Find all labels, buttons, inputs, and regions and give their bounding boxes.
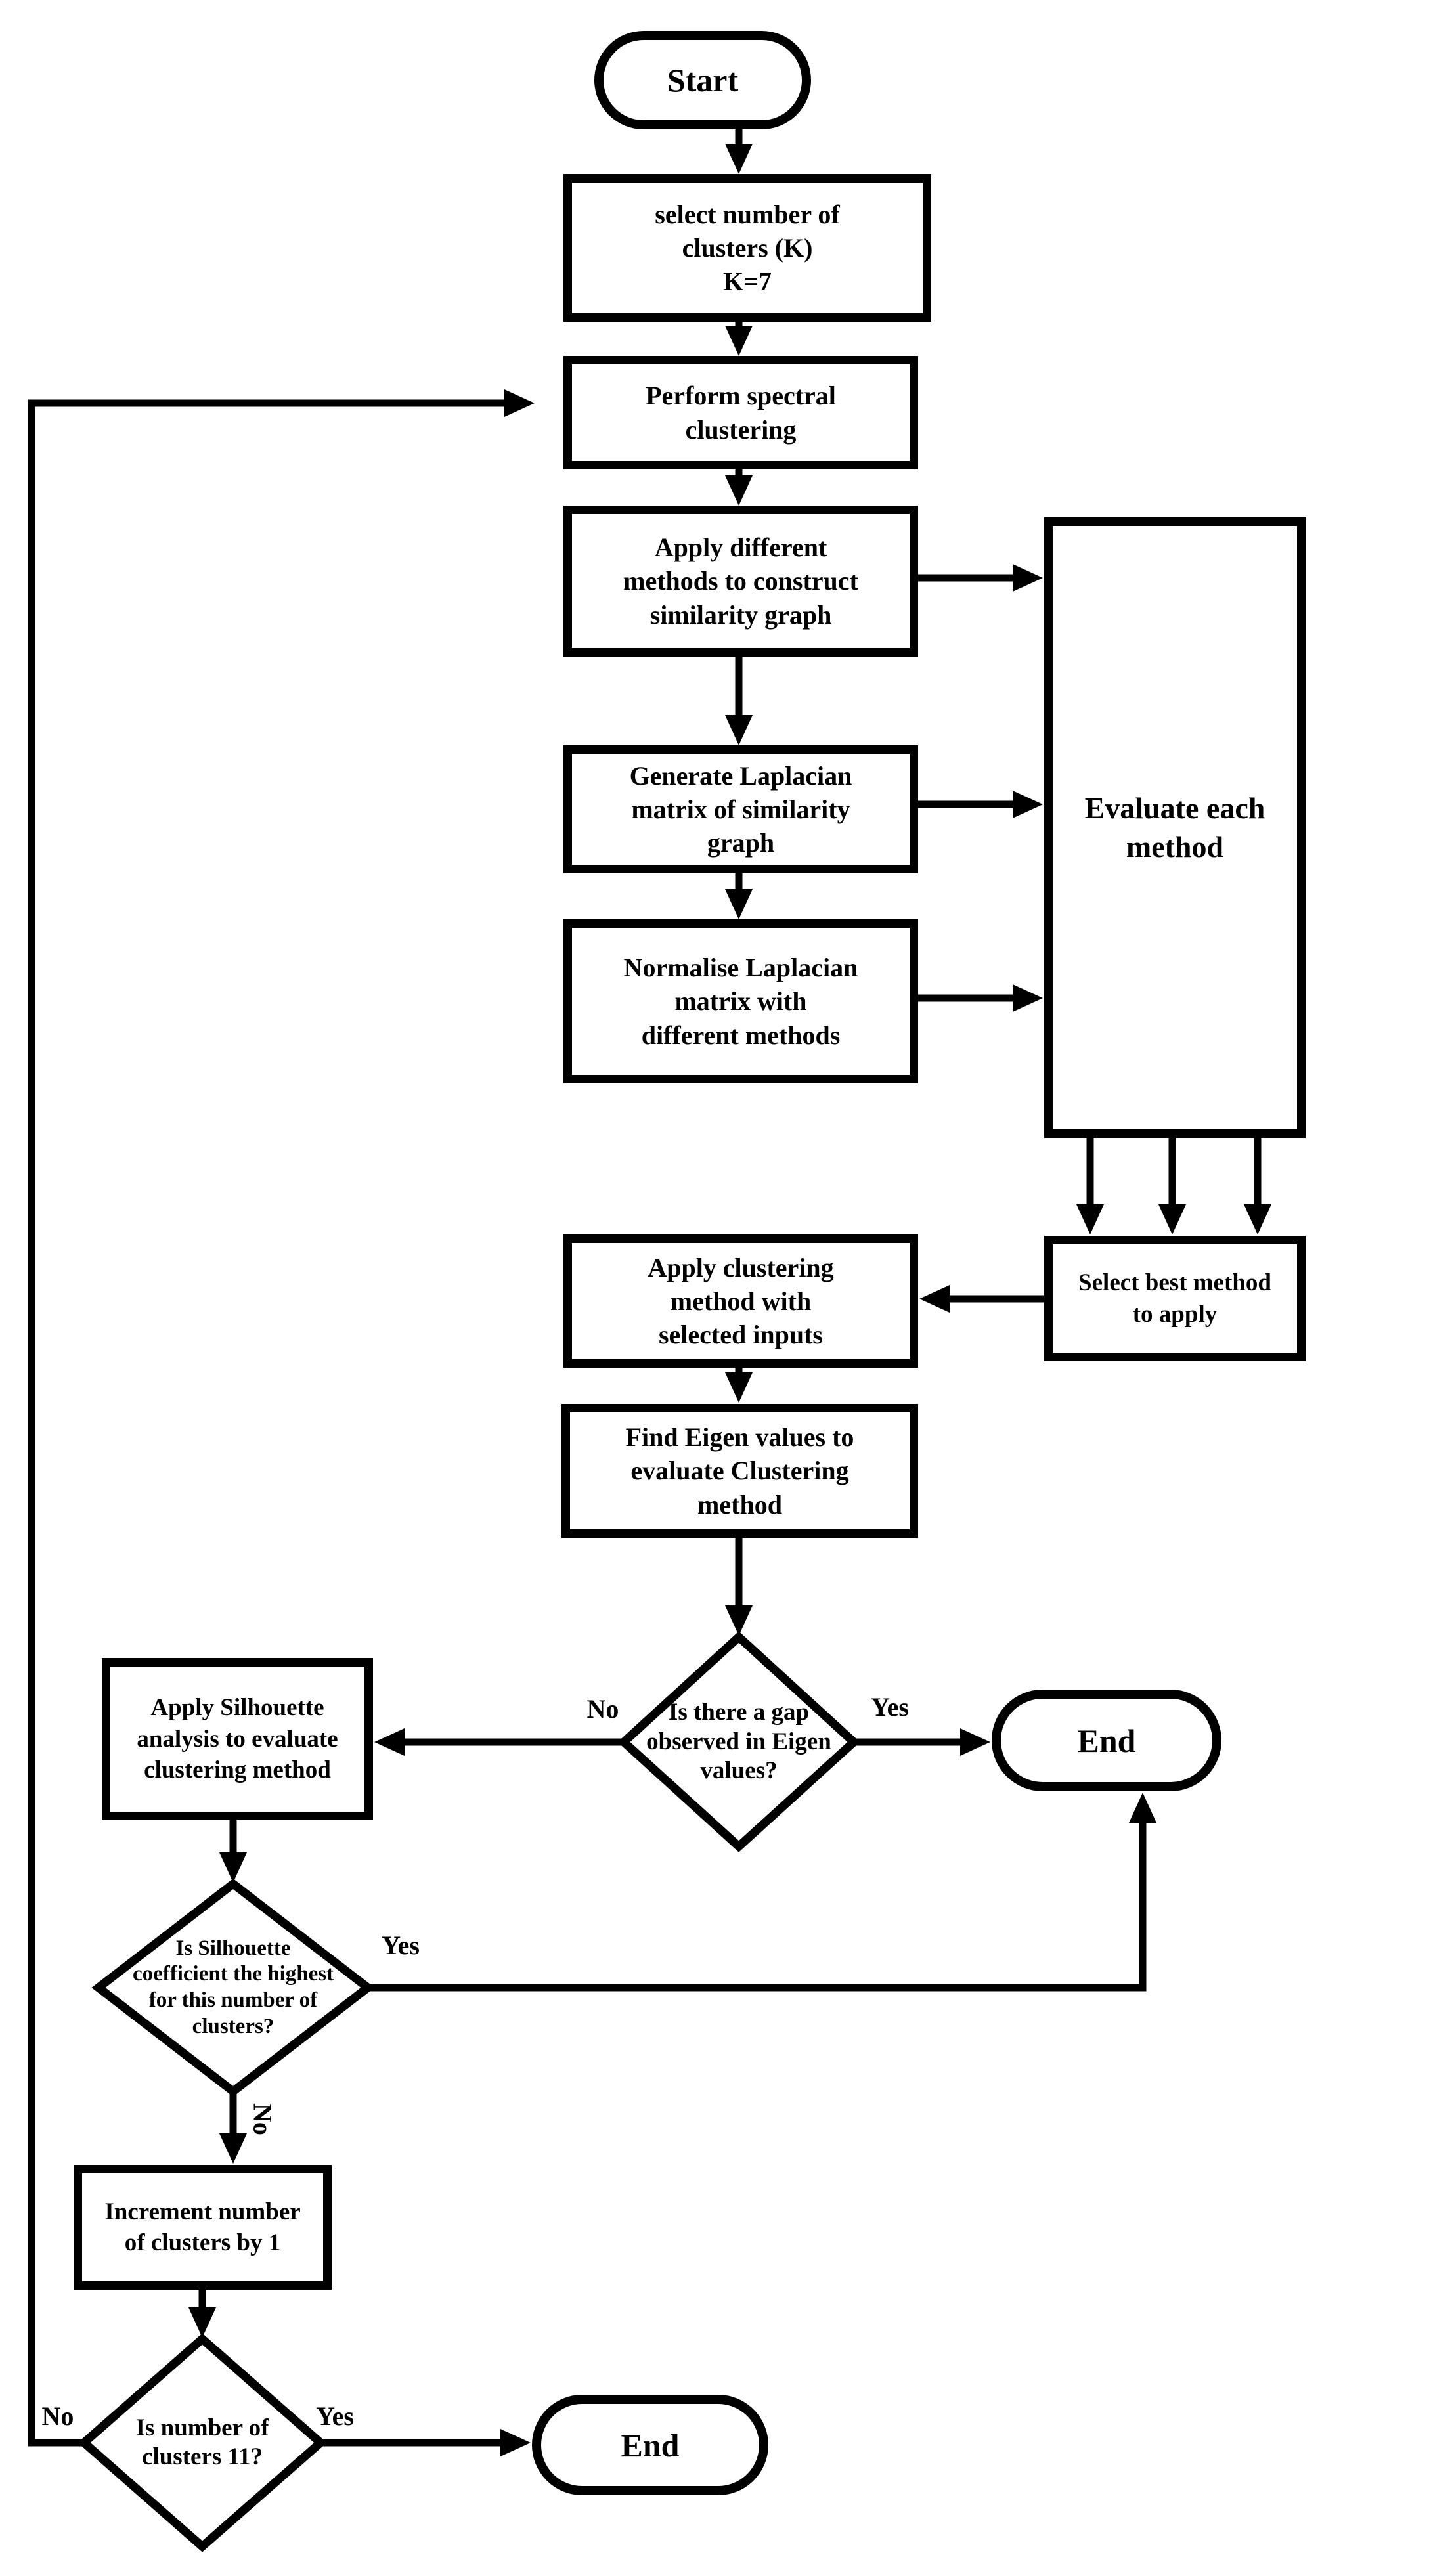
end-top-label: End <box>1077 1722 1136 1759</box>
node-generate-laplacian: Generate Laplacian matrix of similarity … <box>563 745 918 873</box>
edge-label-count-no: No <box>41 2401 74 2431</box>
node-apply-different-methods: Apply different methods to construct sim… <box>563 506 918 657</box>
edge-count-no-loop-to-perform <box>28 389 535 2447</box>
node-perform-spectral-clustering: Perform spectral clustering <box>563 356 918 469</box>
gap-decision-text: Is there a gap observed in Eigen values? <box>646 1699 831 1785</box>
node-evaluate-each-method: Evaluate each method <box>1044 517 1306 1138</box>
evaluate-each-label: Evaluate each method <box>1084 791 1265 863</box>
edge-label-gap-yes: Yes <box>871 1692 909 1722</box>
find-eigen-label: Find Eigen values to evaluate Clustering… <box>625 1422 854 1519</box>
node-end-top: End <box>992 1690 1221 1791</box>
start-label: Start <box>667 62 739 98</box>
node-increment-clusters: Increment number of clusters by 1 <box>74 2165 332 2290</box>
node-apply-silhouette: Apply Silhouette analysis to evaluate cl… <box>102 1658 373 1820</box>
node-select-best-method: Select best method to apply <box>1044 1236 1306 1361</box>
end-bottom-label: End <box>621 2426 680 2464</box>
node-normalise-laplacian: Normalise Laplacian matrix with differen… <box>563 919 918 1083</box>
node-start: Start <box>594 31 811 129</box>
edge-label-silhouette-no: No <box>248 2103 278 2135</box>
increment-clusters-label: Increment number of clusters by 1 <box>104 2198 301 2256</box>
select-clusters-label: select number of clusters (K) K=7 <box>655 199 840 297</box>
apply-silhouette-label: Apply Silhouette analysis to evaluate cl… <box>137 1694 338 1784</box>
edge-label-gap-no: No <box>586 1694 619 1724</box>
perform-spectral-label: Perform spectral clustering <box>646 381 836 445</box>
select-best-label: Select best method to apply <box>1078 1269 1271 1328</box>
cluster-count-decision-text: Is number of clusters 11? <box>135 2414 269 2470</box>
node-end-bottom: End <box>532 2395 768 2495</box>
silhouette-decision-text: Is Silhouette coefficient the highest fo… <box>132 1936 334 2038</box>
edge-silhouette-yes-to-end <box>368 1793 1156 1992</box>
gap-decision-shape <box>617 1631 860 1852</box>
cluster-count-decision-shape <box>77 2333 327 2552</box>
edge-label-silhouette-yes: Yes <box>382 1931 420 1960</box>
silhouette-decision-shape <box>91 1878 375 2097</box>
generate-laplacian-label: Generate Laplacian matrix of similarity … <box>629 760 852 858</box>
apply-clustering-label: Apply clustering method with selected in… <box>648 1252 834 1350</box>
node-select-clusters: select number of clusters (K) K=7 <box>563 174 931 322</box>
apply-methods-label: Apply different methods to construct sim… <box>623 533 858 630</box>
edge-label-count-yes: Yes <box>316 2401 354 2431</box>
normalise-laplacian-label: Normalise Laplacian matrix with differen… <box>623 953 858 1050</box>
node-find-eigen-values: Find Eigen values to evaluate Clustering… <box>561 1404 918 1538</box>
node-apply-clustering-method: Apply clustering method with selected in… <box>563 1234 918 1368</box>
